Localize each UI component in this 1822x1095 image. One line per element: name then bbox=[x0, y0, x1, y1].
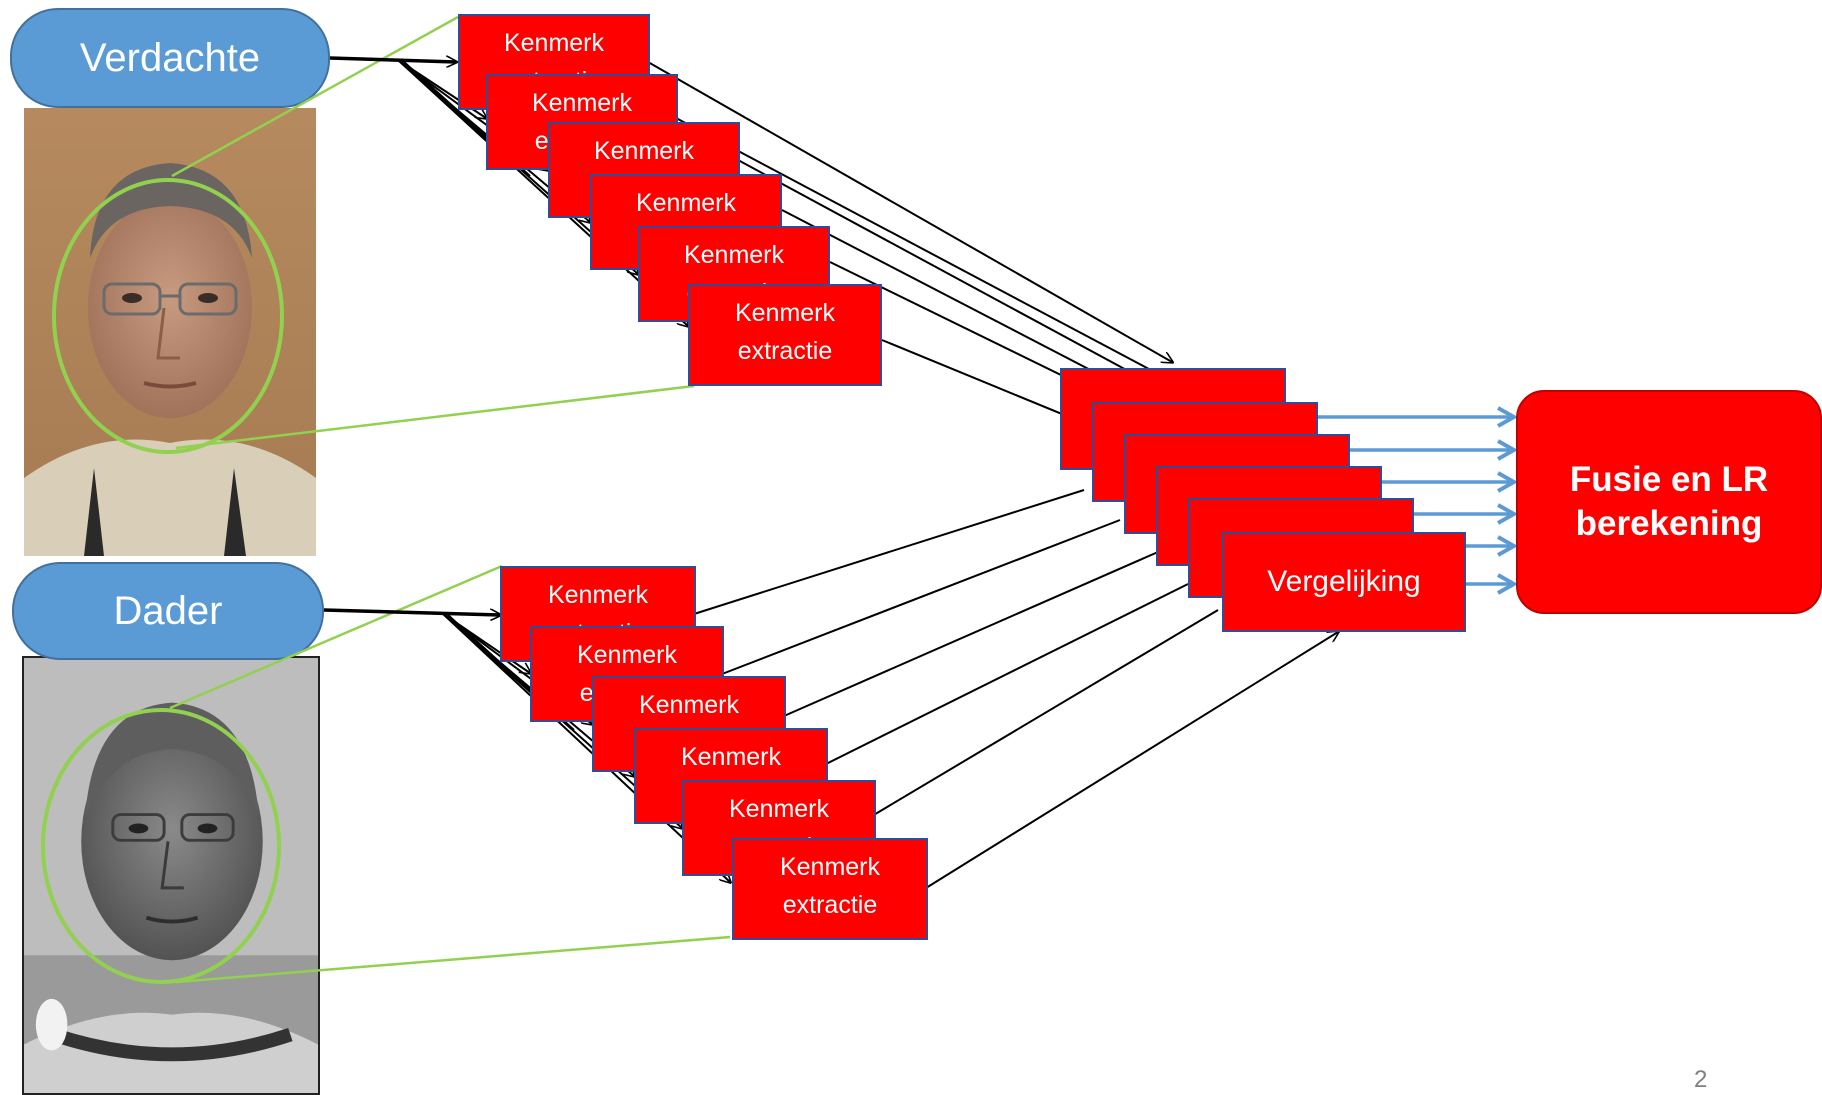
feature-box-label: Kenmerk bbox=[547, 581, 649, 609]
feature-box-label: Kenmerk bbox=[638, 691, 740, 719]
perpetrator-label: Dader bbox=[12, 562, 324, 660]
perpetrator-input-arrow bbox=[323, 608, 500, 615]
suspect-feature-box-6: Kenmerk extractie bbox=[688, 284, 882, 386]
comparison-label: Vergelijking bbox=[1267, 565, 1421, 598]
feature-box-label: Kenmerk bbox=[503, 29, 605, 57]
feature-box-label: Kenmerk bbox=[635, 189, 737, 217]
feature-box-label: Kenmerk bbox=[683, 241, 785, 269]
feature-box-label: Kenmerk bbox=[680, 743, 782, 771]
perpetrator-feature-box-6: Kenmerk extractie bbox=[732, 838, 928, 940]
suspect-label: Verdachte bbox=[10, 8, 330, 108]
suspect-photo bbox=[24, 108, 316, 556]
feature-box-label: Kenmerk bbox=[593, 137, 695, 165]
fusion-line-2: berekening bbox=[1575, 504, 1763, 543]
feature-box-label: Kenmerk bbox=[576, 641, 678, 669]
feature-box-sublabel: extractie bbox=[782, 891, 878, 919]
feature-box-label: Kenmerk bbox=[728, 795, 830, 823]
suspect-input-arrow bbox=[329, 58, 456, 62]
fusion-lr-box: Fusie en LR berekening bbox=[1516, 390, 1822, 614]
feature-box-label: Kenmerk bbox=[531, 89, 633, 117]
feature-box-label: Kenmerk bbox=[779, 853, 881, 881]
comparison-box-6: Vergelijking bbox=[1222, 532, 1466, 632]
perpetrator-photo bbox=[22, 656, 320, 1095]
fusion-line-1: Fusie en LR bbox=[1569, 460, 1769, 499]
page-number: 2 bbox=[1694, 1066, 1708, 1093]
feature-box-sublabel: extractie bbox=[737, 337, 833, 365]
feature-box-label: Kenmerk bbox=[734, 299, 836, 327]
